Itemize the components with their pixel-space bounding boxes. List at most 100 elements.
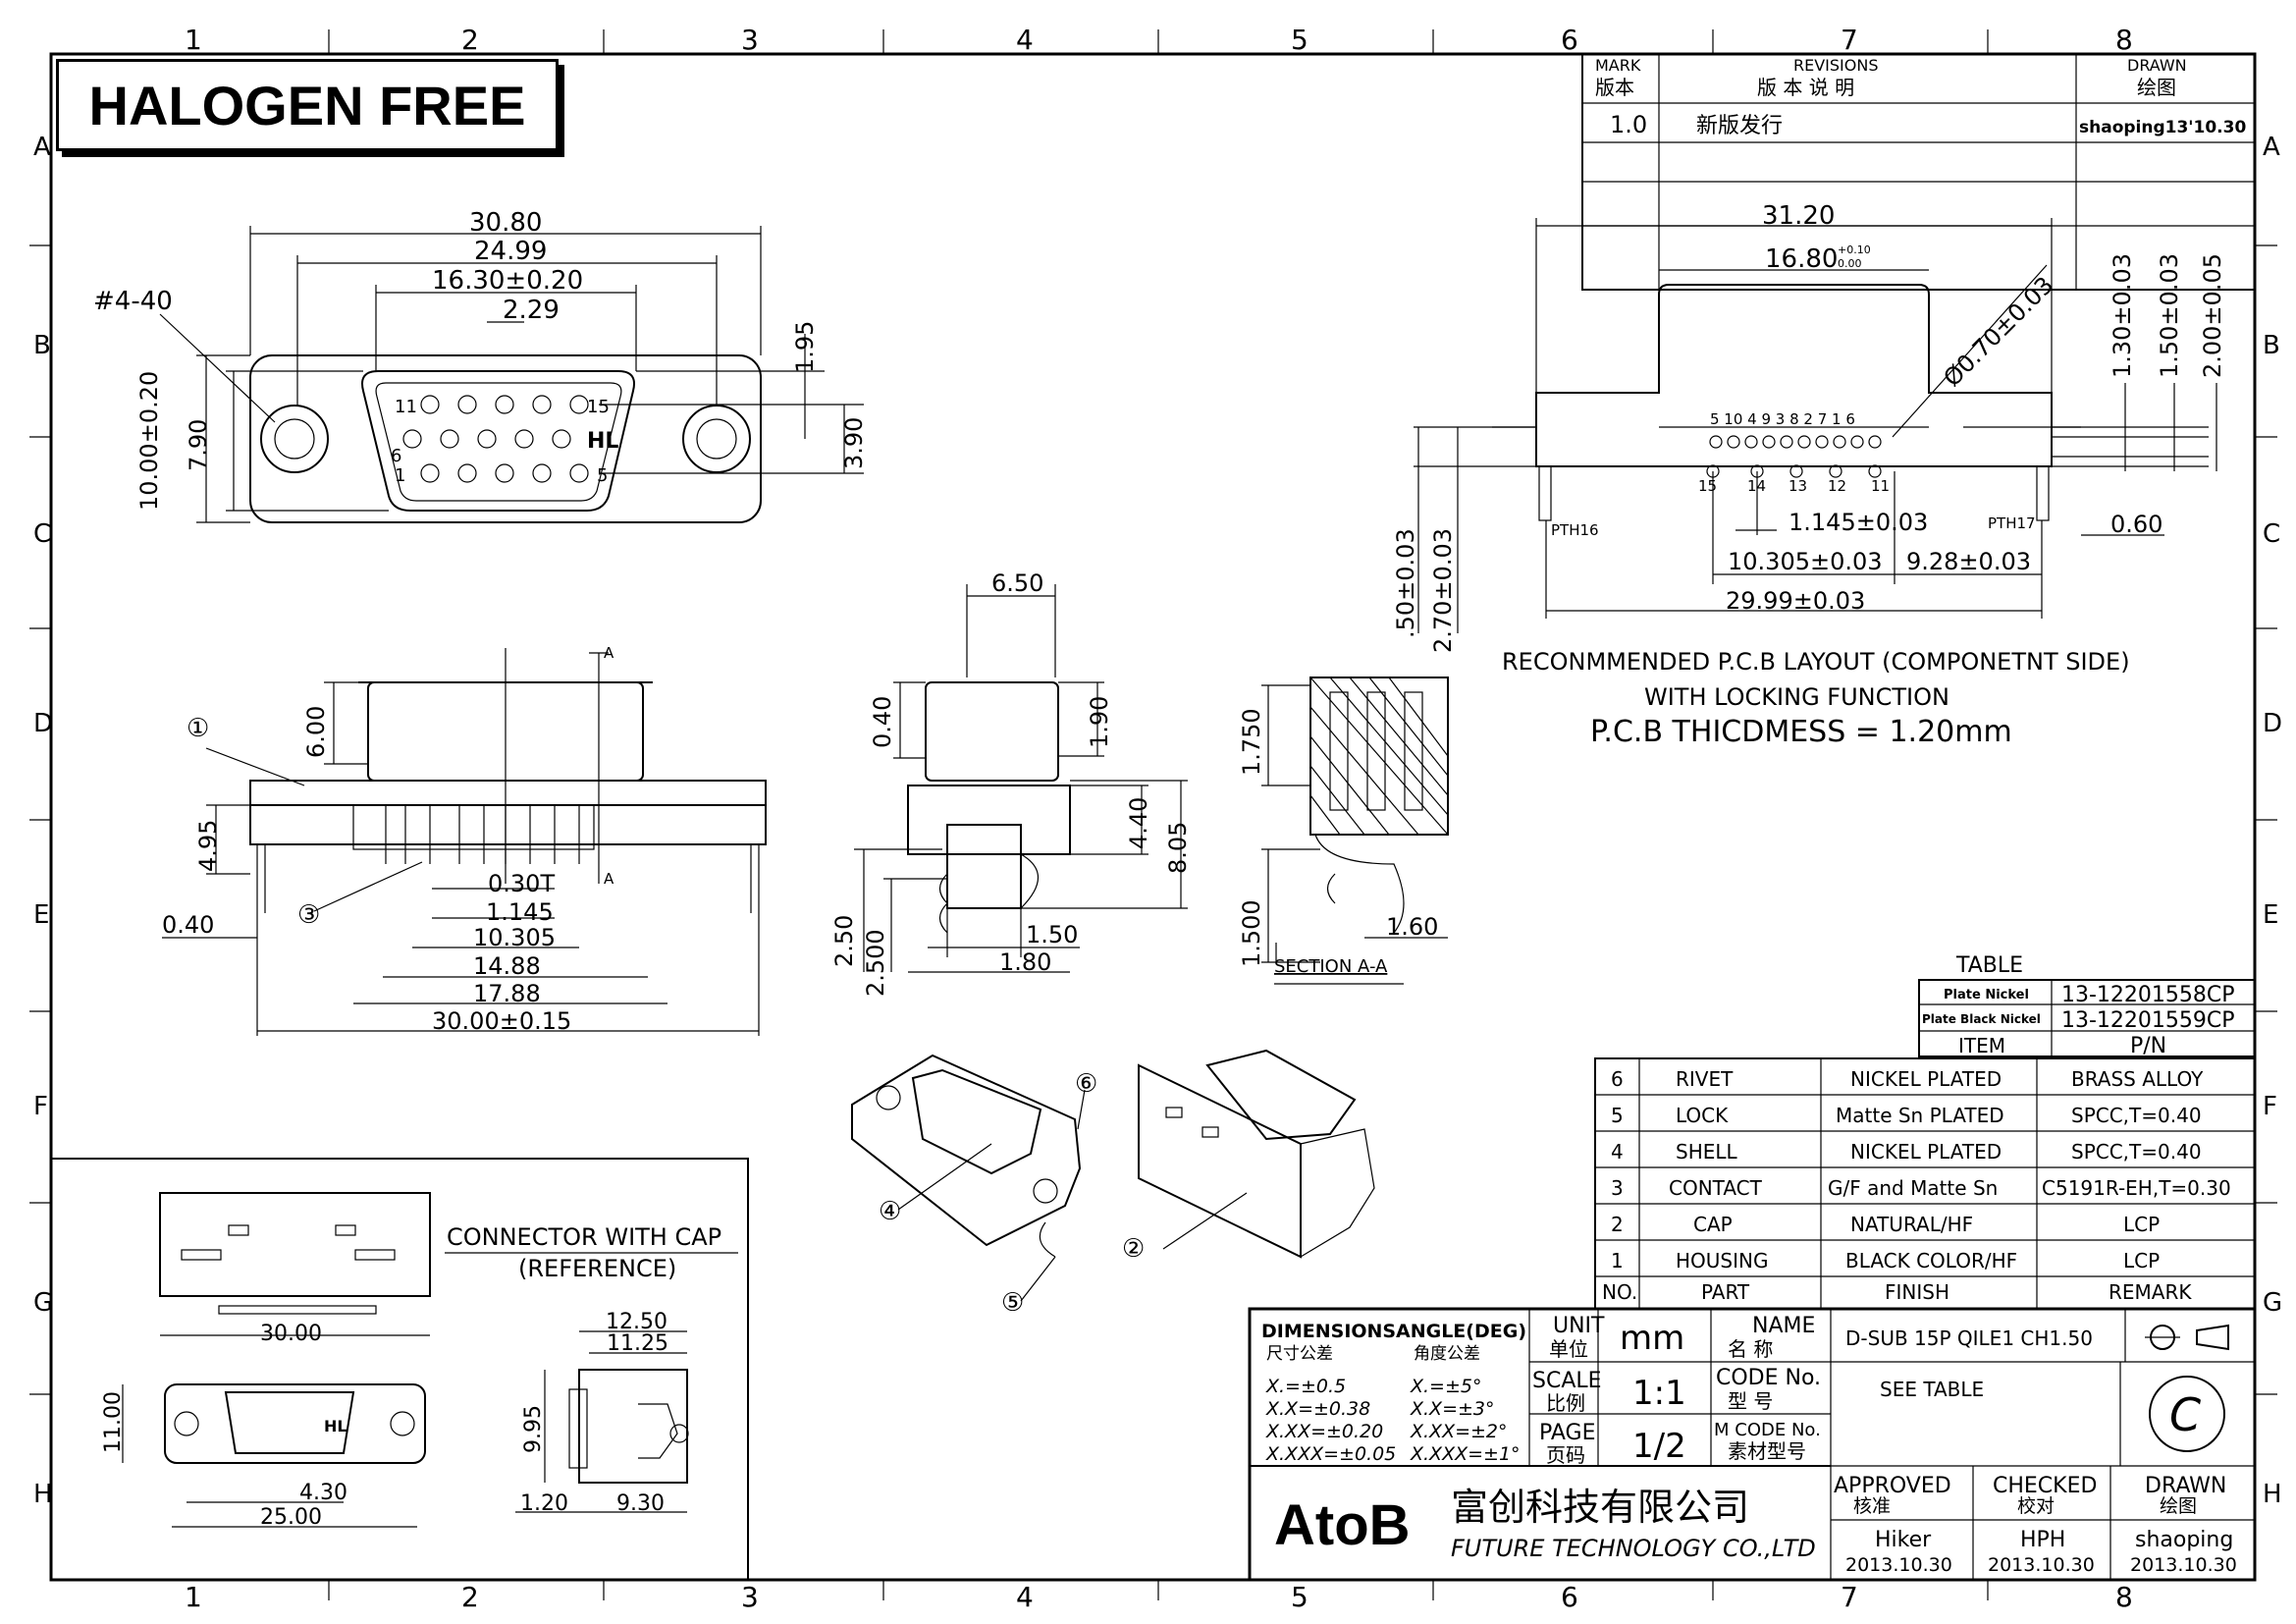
side-section-mark-bottom: A	[604, 870, 614, 888]
grid-col-3b: 3	[741, 1581, 759, 1613]
grid-col-6b: 6	[1561, 1581, 1578, 1613]
tb-name-label: NAME	[1752, 1314, 1815, 1338]
pcb-pin-15: 15	[1698, 477, 1717, 495]
front-dim-24-99: 24.99	[474, 237, 547, 266]
pcb-dim-0-50: .50±0.03	[1392, 528, 1419, 638]
tb-logo: AtoB	[1274, 1493, 1411, 1557]
pcb-pads	[1706, 435, 1882, 478]
grid-ticks	[29, 29, 2277, 1600]
rev-mark-value: 1.0	[1610, 111, 1647, 138]
bom-r6-finish: BLACK COLOR/HF	[1845, 1249, 2017, 1272]
grid-col-3: 3	[741, 24, 759, 56]
pcb-dim-16-80: 16.80	[1765, 244, 1838, 274]
side-callout-3: ③	[297, 900, 320, 930]
bom-r6-remark: LCP	[2123, 1249, 2160, 1272]
rev-revisions-label: REVISIONS	[1793, 56, 1878, 75]
tb-ang-0: X.=±5°	[1410, 1376, 1481, 1397]
bom-header-part: PART	[1701, 1280, 1750, 1304]
pcb-pin-11: 11	[1871, 477, 1890, 495]
bom-r5-remark: LCP	[2123, 1213, 2160, 1236]
end-dim-2-500: 2.500	[862, 929, 889, 997]
end-dim-4-40: 4.40	[1125, 797, 1152, 849]
front-dim-3-90: 3.90	[840, 417, 868, 469]
tb-scale-value: 1:1	[1632, 1374, 1686, 1413]
rev-mark-cn: 版本	[1595, 76, 1634, 99]
section-dim-1-60: 1.60	[1386, 913, 1438, 941]
section-label: SECTION A-A	[1274, 956, 1388, 977]
cap-marking: HL	[324, 1417, 347, 1435]
bom-r3-no: 4	[1611, 1140, 1624, 1164]
tb-company-cn: 富创科技有限公司	[1451, 1486, 1749, 1529]
tb-name-value: D-SUB 15P QILE1 CH1.50	[1845, 1326, 2093, 1350]
pcb-dim-1-50: 1.50±0.03	[2156, 253, 2183, 378]
tb-code-value: SEE TABLE	[1880, 1378, 1984, 1401]
rev-description: 新版发行	[1696, 114, 1783, 138]
front-dim-10-00: 10.00±0.20	[135, 371, 163, 511]
grid-col-labels-bottom: 1 2 3 4 5 6 7 8	[185, 1581, 2133, 1613]
title-block-text: DIMENSIONS 尺寸公差 ANGLE(DEG) 角度公差 X.=±0.5 …	[1261, 1314, 2237, 1576]
pcb-pin-13: 13	[1789, 477, 1807, 495]
tb-checked-by: HPH	[2020, 1528, 2065, 1552]
rev-drawn-cn: 绘图	[2137, 76, 2176, 99]
front-view: 11 15 6 1 5 HL 30.80 24.99 16.30±0.20 2.…	[93, 208, 868, 523]
projection-symbol	[2145, 1324, 2229, 1351]
grid-row-D-r: D	[2263, 709, 2282, 738]
cap-dim-4-30: 4.30	[299, 1481, 347, 1505]
bom-r3-finish: NICKEL PLATED	[1850, 1140, 2002, 1164]
grid-col-4b: 4	[1016, 1581, 1034, 1613]
bom-r5-no: 2	[1611, 1213, 1624, 1236]
end-dim-1-90: 1.90	[1086, 696, 1113, 748]
grid-row-G-r: G	[2263, 1288, 2282, 1318]
tb-tol-3: X.XXX=±0.05	[1265, 1443, 1396, 1465]
end-view: 6.50 0.40 1.90 4.40 8.05 2.50 2.500 1.50…	[830, 569, 1192, 997]
tb-approved-by: Hiker	[1875, 1528, 1932, 1552]
pcb-dim-0-60: 0.60	[2110, 511, 2163, 538]
bom-r5-part: CAP	[1693, 1213, 1733, 1236]
tb-drawn-by: shaoping	[2135, 1528, 2233, 1552]
section-view: 1.750 1.500 1.60 SECTION A-A	[1238, 677, 1449, 985]
pcb-layout: 5 10 4 9 3 8 2 7 1 6 15 14 13 12 11 PTH1…	[1392, 201, 2226, 749]
bom-r4-finish: G/F and Matte Sn	[1828, 1176, 1998, 1200]
pcb-caption-2: WITH LOCKING FUNCTION	[1644, 683, 1949, 711]
section-dim-1-750: 1.750	[1238, 708, 1265, 776]
bom-header-remark: REMARK	[2109, 1280, 2192, 1304]
side-dim-30-00: 30.00±0.15	[432, 1007, 571, 1035]
pn-row-2-value: 13-12201559CP	[2061, 1008, 2235, 1033]
tb-unit-value: mm	[1620, 1319, 1684, 1358]
tb-dimensions-label: DIMENSIONS	[1261, 1321, 1396, 1342]
front-pin-5: 5	[597, 465, 608, 486]
bom-header-no: NO.	[1602, 1280, 1637, 1304]
bom-table	[1594, 1057, 2256, 1310]
pcb-dim-31-20: 31.20	[1762, 201, 1835, 231]
pn-row-1-value: 13-12201558CP	[2061, 983, 2235, 1007]
rev-mark-label: MARK	[1595, 56, 1641, 75]
bom-r3-remark: SPCC,T=0.40	[2071, 1140, 2202, 1164]
pn-table: TABLE Plate Nickel 13-12201558CP Plate B…	[1918, 953, 2256, 1058]
tb-scale-label: SCALE	[1532, 1369, 1602, 1393]
pn-row-1-label: Plate Nickel	[1944, 988, 2029, 1002]
tb-tol-2: X.XX=±0.20	[1265, 1421, 1383, 1442]
front-screw-label: #4-40	[93, 287, 173, 316]
bom-r6-part: HOUSING	[1676, 1249, 1768, 1272]
pcb-dim-16-80-minus: 0.00	[1838, 257, 1862, 270]
front-dim-7-90: 7.90	[185, 419, 212, 471]
tb-angle-cn: 角度公差	[1414, 1344, 1480, 1364]
tb-approved-cn: 核准	[1853, 1495, 1891, 1517]
grid-col-4: 4	[1016, 24, 1034, 56]
pcb-caption-1: RECONMMENDED P.C.B LAYOUT (COMPONETNT SI…	[1502, 648, 2130, 676]
bom-r1-finish: NICKEL PLATED	[1850, 1067, 2002, 1091]
cap-dim-12-50: 12.50	[606, 1310, 667, 1334]
grid-col-1: 1	[185, 24, 202, 56]
bom-r4-part: CONTACT	[1669, 1176, 1763, 1200]
copyright-mark: C	[2169, 1388, 2201, 1441]
copyright-circle	[2149, 1376, 2225, 1452]
grid-row-A-r: A	[2263, 133, 2280, 162]
grid-row-G: G	[33, 1288, 53, 1318]
pn-item-label: ITEM	[1958, 1034, 2005, 1057]
tb-tol-1: X.X=±0.38	[1265, 1398, 1370, 1420]
pcb-dim-9-28: 9.28±0.03	[1906, 548, 2031, 575]
tb-mcode-label: M CODE No.	[1714, 1420, 1821, 1440]
grid-col-6: 6	[1561, 24, 1578, 56]
grid-row-H: H	[33, 1480, 53, 1509]
tb-drawn-date: 2013.10.30	[2130, 1554, 2237, 1576]
